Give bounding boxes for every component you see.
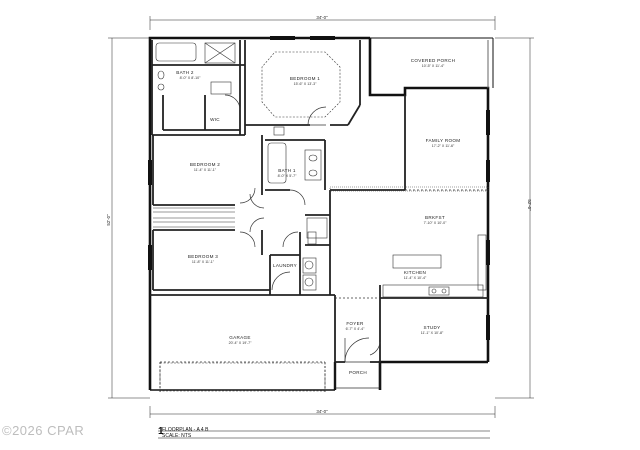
bedroom1-dim: 15'-6" X 13'-3": [294, 82, 317, 86]
study-dim: 11'-1" X 10'-8": [421, 331, 444, 335]
fixtures: [153, 42, 487, 392]
title-number: 1: [158, 426, 164, 437]
family-room-name: FAMILY ROOM: [426, 138, 461, 143]
porch-name: PORCH: [349, 370, 367, 375]
door-swings: [224, 94, 381, 363]
study-name: STUDY: [423, 325, 440, 330]
bath2-dim: 8'-0" X 8'-10": [180, 76, 201, 80]
bath1-dim: 8'-0" X 5'-7": [278, 174, 297, 178]
bedroom3-name: BEDROOM 3: [188, 254, 218, 259]
foyer-dim: 6'-7" X 4'-4": [346, 327, 365, 331]
laundry-name: LAUNDRY: [273, 263, 297, 268]
family-room-beam: [329, 186, 489, 192]
garage-name: GARAGE: [229, 335, 250, 340]
exterior-walls: [148, 36, 494, 391]
bath2-name: BATH 2: [176, 70, 194, 75]
breakfast-dim: 7'-10" X 10'-0": [424, 221, 447, 225]
kitchen-dim: 11'-4" X 10'-4": [404, 276, 427, 280]
tray-ceiling: [261, 51, 341, 118]
covered-porch-name: COVERED PORCH: [411, 58, 455, 63]
foyer-name: FOYER: [346, 321, 364, 326]
garage-dim: 20'-4" X 19'-7": [229, 341, 252, 345]
windows: [148, 36, 490, 340]
title-line2: SCALE: NTS: [162, 433, 192, 439]
wic-name: WIC: [210, 117, 220, 122]
bath1-name: BATH 1: [278, 168, 296, 173]
dimension-left: 52'-0": [106, 214, 111, 226]
title-block: FLOORPLAN - A 4 B SCALE: NTS: [162, 427, 208, 439]
interior-walls: [150, 40, 488, 363]
bedroom2-dim: 11'-4" X 11'-1": [194, 168, 217, 172]
dimension-right: 52'-0": [527, 199, 532, 211]
covered-porch-dim: 10'-5" X 11'-4": [422, 64, 445, 68]
room-labels: BATH 2 8'-0" X 8'-10" WIC BEDROOM 1 15'-…: [176, 58, 460, 375]
dimension-top: 34'-0": [316, 15, 328, 20]
breakfast-name: BRKFST: [425, 215, 445, 220]
bedroom3-dim: 11'-8" X 11'-1": [192, 260, 215, 264]
bedroom1-name: BEDROOM 1: [290, 76, 320, 81]
kitchen-name: KITCHEN: [404, 270, 426, 275]
porch-outline: [334, 361, 381, 389]
title-line1: FLOORPLAN - A 4 B: [162, 427, 209, 433]
dimension-lines: [108, 16, 534, 418]
bedroom2-name: BEDROOM 2: [190, 162, 220, 167]
dimension-bottom: 34'-0": [316, 409, 328, 414]
family-room-dim: 17'-2" X 11'-6": [432, 144, 455, 148]
watermark: ©2026 CPAR: [2, 423, 85, 438]
